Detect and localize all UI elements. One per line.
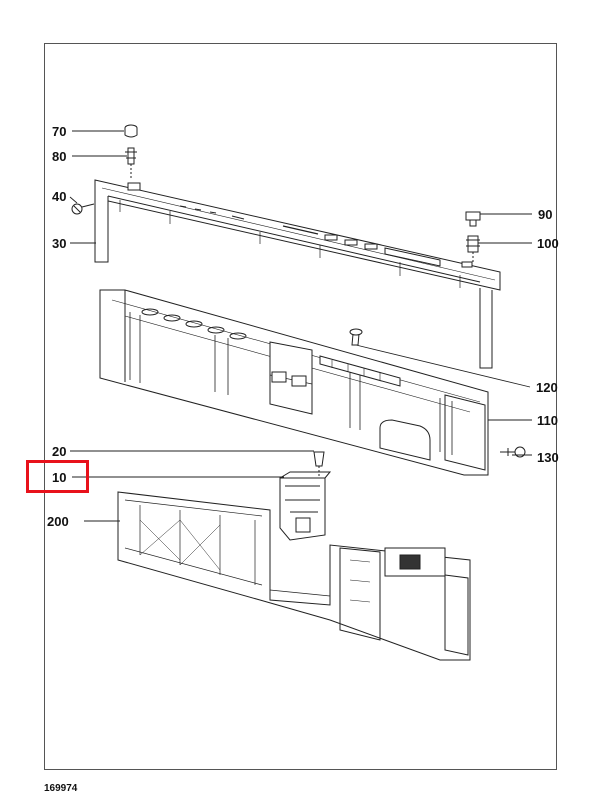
control-panel-part-30 [94,179,501,369]
callout-label-70: 70 [52,124,67,139]
screw-part-40 [71,203,95,215]
clip-part-90 [465,211,481,227]
switch-part-10 [279,471,332,541]
leader-line-120 [355,344,531,388]
callout-label-90: 90 [538,207,553,222]
drawing-number: 169974 [44,783,78,794]
screw-part-130 [500,446,526,458]
callout-label-40: 40 [52,189,67,204]
diagram-frame [44,43,557,770]
pin-part-100 [466,235,480,264]
callout-label-20: 20 [52,444,67,459]
callout-label-200: 200 [47,514,69,529]
callout-label-120: 120 [536,380,558,395]
callout-label-80: 80 [52,149,67,164]
callout-label-110: 110 [537,413,558,428]
pin-part-80 [125,147,137,178]
base-module-part-200 [117,491,471,661]
callout-label-10: 10 [52,470,67,485]
callout-label-30: 30 [52,236,67,251]
screw-part-120 [349,328,363,346]
callout-label-130: 130 [537,450,559,465]
module-carrier-part-110 [99,289,489,476]
knob-part-70 [124,124,138,138]
callout-label-100: 100 [537,236,559,251]
highlight-box [26,460,89,493]
leader-line-40 [69,196,78,204]
pin-part-20 [313,451,325,476]
